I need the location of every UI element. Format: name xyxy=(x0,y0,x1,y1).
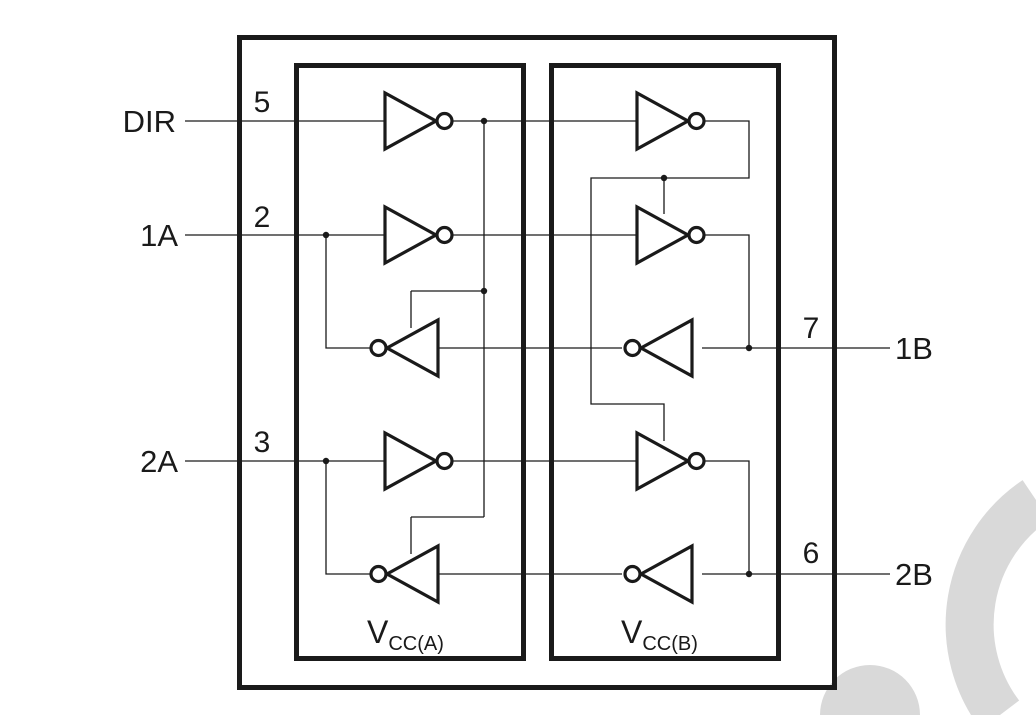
junction-dots xyxy=(322,117,753,578)
inverter-dir-a xyxy=(383,90,454,152)
signal-label-dir: DIR xyxy=(123,104,176,139)
supply-label-vcc-a: VCC(A) xyxy=(367,614,444,655)
supply-label-vcc-b: VCC(B) xyxy=(621,614,698,655)
supply-b-main: V xyxy=(621,614,643,650)
signal-label-2a: 2A xyxy=(140,444,178,479)
buffer-2b-to-2a-b xyxy=(623,543,694,605)
vcc-b-domain-box xyxy=(549,63,781,661)
outer-package-box xyxy=(237,35,837,690)
buffers xyxy=(369,90,706,605)
junction-dot xyxy=(322,457,330,465)
signal-label-1b: 1B xyxy=(895,331,933,366)
buffer-2a-to-2b-a xyxy=(383,430,454,492)
signal-label-2b: 2B xyxy=(895,557,933,592)
supply-a-sub: CC(A) xyxy=(388,633,444,655)
buffer-1a-to-1b-b xyxy=(635,204,706,266)
pin-number-dir: 5 xyxy=(254,86,271,119)
buffer-1b-to-1a-a xyxy=(369,317,440,379)
buffer-1b-to-1a-b xyxy=(623,317,694,379)
junction-dot xyxy=(660,174,668,182)
junction-dot xyxy=(480,117,488,125)
junction-dot xyxy=(480,287,488,295)
supply-b-sub: CC(B) xyxy=(642,633,698,655)
buffer-2b-to-2a-a xyxy=(369,543,440,605)
vcc-a-domain-box xyxy=(294,63,526,661)
pin-number-1a: 2 xyxy=(254,201,271,234)
pin-number-2a: 3 xyxy=(254,426,271,459)
watermark-logo xyxy=(820,480,1036,715)
junction-dot xyxy=(745,570,753,578)
junction-dot xyxy=(322,231,330,239)
buffer-1a-to-1b-a xyxy=(383,204,454,266)
wires xyxy=(185,120,890,575)
pin-number-2b: 6 xyxy=(803,537,820,570)
buffer-2a-to-2b-b xyxy=(635,430,706,492)
signal-label-1a: 1A xyxy=(140,218,178,253)
inverter-dir-b xyxy=(635,90,706,152)
junction-dot xyxy=(745,344,753,352)
supply-a-main: V xyxy=(367,614,389,650)
pin-number-1b: 7 xyxy=(803,312,820,345)
